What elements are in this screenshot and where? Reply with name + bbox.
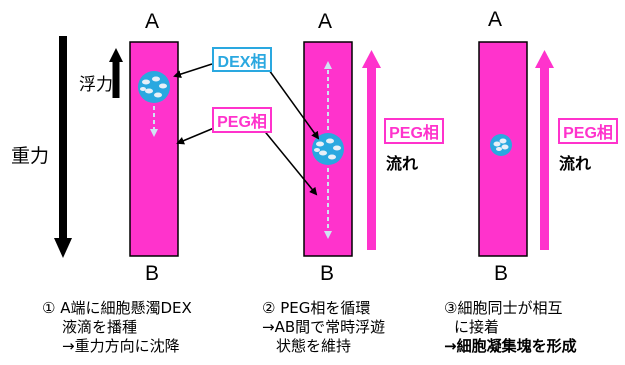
caption-step-3-line-2: に接着 <box>454 318 500 336</box>
buoyancy-label: 浮力 <box>79 75 113 95</box>
aggregate-droplet-3 <box>490 134 512 156</box>
caption-step-1: ① A端に細胞懸濁DEX 液滴を播種 →重力方向に沈降 <box>42 299 192 356</box>
cells-2 <box>314 138 341 160</box>
peg-pointer-arrow-1 <box>176 127 215 145</box>
buoyancy-arrowhead <box>109 48 123 62</box>
panel-1-top-label: A <box>145 10 160 33</box>
panel-2-bottom-label: B <box>320 262 335 285</box>
peg-flow-label-3: PEG相 <box>558 118 618 144</box>
panel-3-bottom-label: B <box>494 262 509 285</box>
flow-arrow-3-head <box>535 50 554 68</box>
flow-label-2: 流れ <box>386 154 419 173</box>
caption-step-3: ③細胞同士が相互 に接着 →細胞凝集塊を形成 <box>444 299 577 356</box>
cells-1 <box>140 76 167 98</box>
caption-step-1-line-1: ① A端に細胞懸濁DEX <box>42 299 192 317</box>
panel-1-bottom-label: B <box>145 262 160 285</box>
channel-3 <box>478 41 528 257</box>
flow-label-3: 流れ <box>559 154 592 173</box>
flow-arrow-2-shaft <box>367 66 376 250</box>
gravity-arrowhead <box>54 238 72 258</box>
caption-step-3-line-1: ③細胞同士が相互 <box>444 299 563 317</box>
peg-flow-label-2: PEG相 <box>384 118 444 144</box>
caption-step-1-line-2: 液滴を播種 <box>62 318 138 336</box>
dex-pointer-arrow-2 <box>268 69 320 140</box>
flow-arrow-3-shaft <box>540 66 549 250</box>
dex-phase-label: DEX相 <box>212 47 272 72</box>
caption-step-2-line-1: ② PEG相を循環 <box>262 299 371 317</box>
caption-step-2-line-3: 状態を維持 <box>276 337 352 355</box>
flow-arrow-2-head <box>362 50 381 68</box>
panel-3-top-label: A <box>488 8 503 31</box>
caption-step-1-line-3: →重力方向に沈降 <box>62 337 180 355</box>
caption-step-2: ② PEG相を循環 →AB間で常時浮遊 状態を維持 <box>262 299 385 356</box>
peg-phase-label: PEG相 <box>212 107 272 133</box>
caption-step-3-line-3: →細胞凝集塊を形成 <box>444 337 577 355</box>
aggregate-cells-3 <box>493 138 509 151</box>
panel-2-top-label: A <box>318 10 333 33</box>
gravity-label: 重力 <box>11 145 50 167</box>
peg-pointer-arrow-2 <box>261 127 318 196</box>
caption-step-2-line-2: →AB間で常時浮遊 <box>262 318 386 336</box>
dex-pointer-arrow <box>173 63 213 78</box>
